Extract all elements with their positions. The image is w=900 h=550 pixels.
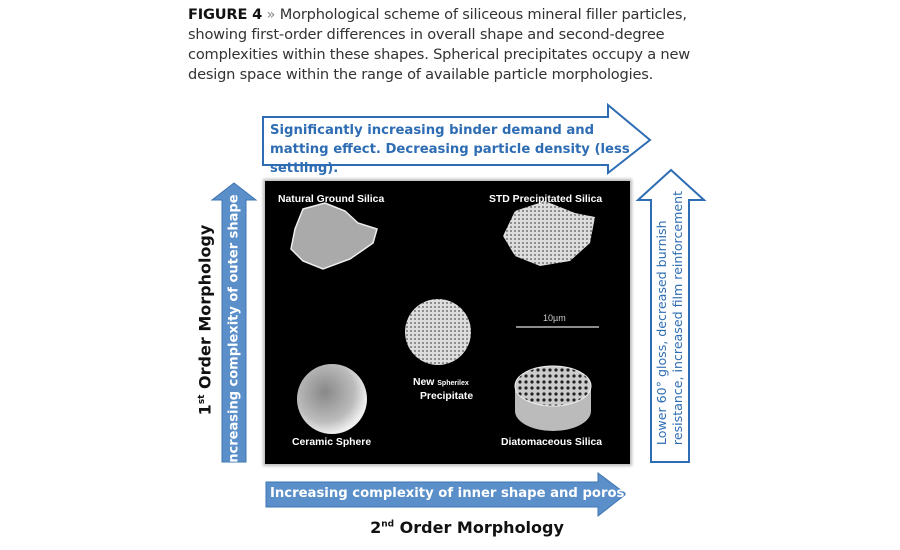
y-axis-text: Order Morphology bbox=[195, 224, 215, 395]
ceramic-sphere-particle bbox=[297, 364, 367, 434]
figure-label: FIGURE 4 bbox=[188, 6, 263, 23]
left-arrow-text: Increasing complexity of outer shape bbox=[226, 194, 242, 468]
scale-bar-label: 10µm bbox=[543, 313, 566, 323]
sem-image-panel: Natural Ground Silica STD Precipitated S… bbox=[265, 181, 630, 464]
label-precipitate: Precipitate bbox=[420, 391, 474, 402]
std-precipitated-silica-particle bbox=[503, 201, 595, 266]
label-natural-ground-silica: Natural Ground Silica bbox=[278, 194, 385, 205]
bottom-arrow-text: Increasing complexity of inner shape and… bbox=[270, 486, 644, 501]
particle-images bbox=[290, 201, 599, 434]
label-std-precipitated-silica: STD Precipitated Silica bbox=[489, 194, 603, 205]
y-axis-sup: st bbox=[197, 394, 208, 405]
top-arrow-text: Significantly increasing binder demand a… bbox=[270, 123, 630, 176]
top-outline-arrow bbox=[262, 102, 652, 176]
bottom-filled-arrow bbox=[265, 472, 627, 518]
x-axis-label: 2nd Order Morphology bbox=[370, 518, 564, 537]
figure-caption: FIGURE 4 » Morphological scheme of silic… bbox=[188, 5, 728, 85]
caption-separator: » bbox=[266, 6, 276, 23]
x-axis-text: Order Morphology bbox=[394, 518, 564, 537]
label-diatomaceous-silica: Diatomaceous Silica bbox=[501, 437, 603, 448]
natural-ground-silica-particle bbox=[290, 202, 378, 270]
x-axis-number: 2 bbox=[370, 518, 382, 537]
label-new-text: New bbox=[413, 377, 435, 388]
label-ceramic-sphere: Ceramic Sphere bbox=[292, 437, 372, 448]
y-axis-label: 1st Order Morphology bbox=[196, 225, 215, 416]
right-arrow-line1: Lower 60° gloss, decreased burnish bbox=[654, 220, 669, 446]
left-filled-arrow bbox=[210, 182, 258, 463]
right-outline-arrow bbox=[635, 168, 707, 463]
x-axis-sup: nd bbox=[381, 519, 395, 530]
y-axis-number: 1 bbox=[195, 404, 215, 416]
caption-text: Morphological scheme of siliceous minera… bbox=[188, 6, 690, 83]
label-new: New Spherilex bbox=[413, 377, 469, 388]
label-spherilex: Spherilex bbox=[437, 380, 469, 387]
spherilex-particle bbox=[405, 299, 471, 365]
right-arrow-line2: resistance, increased film reinforcement bbox=[670, 190, 685, 446]
